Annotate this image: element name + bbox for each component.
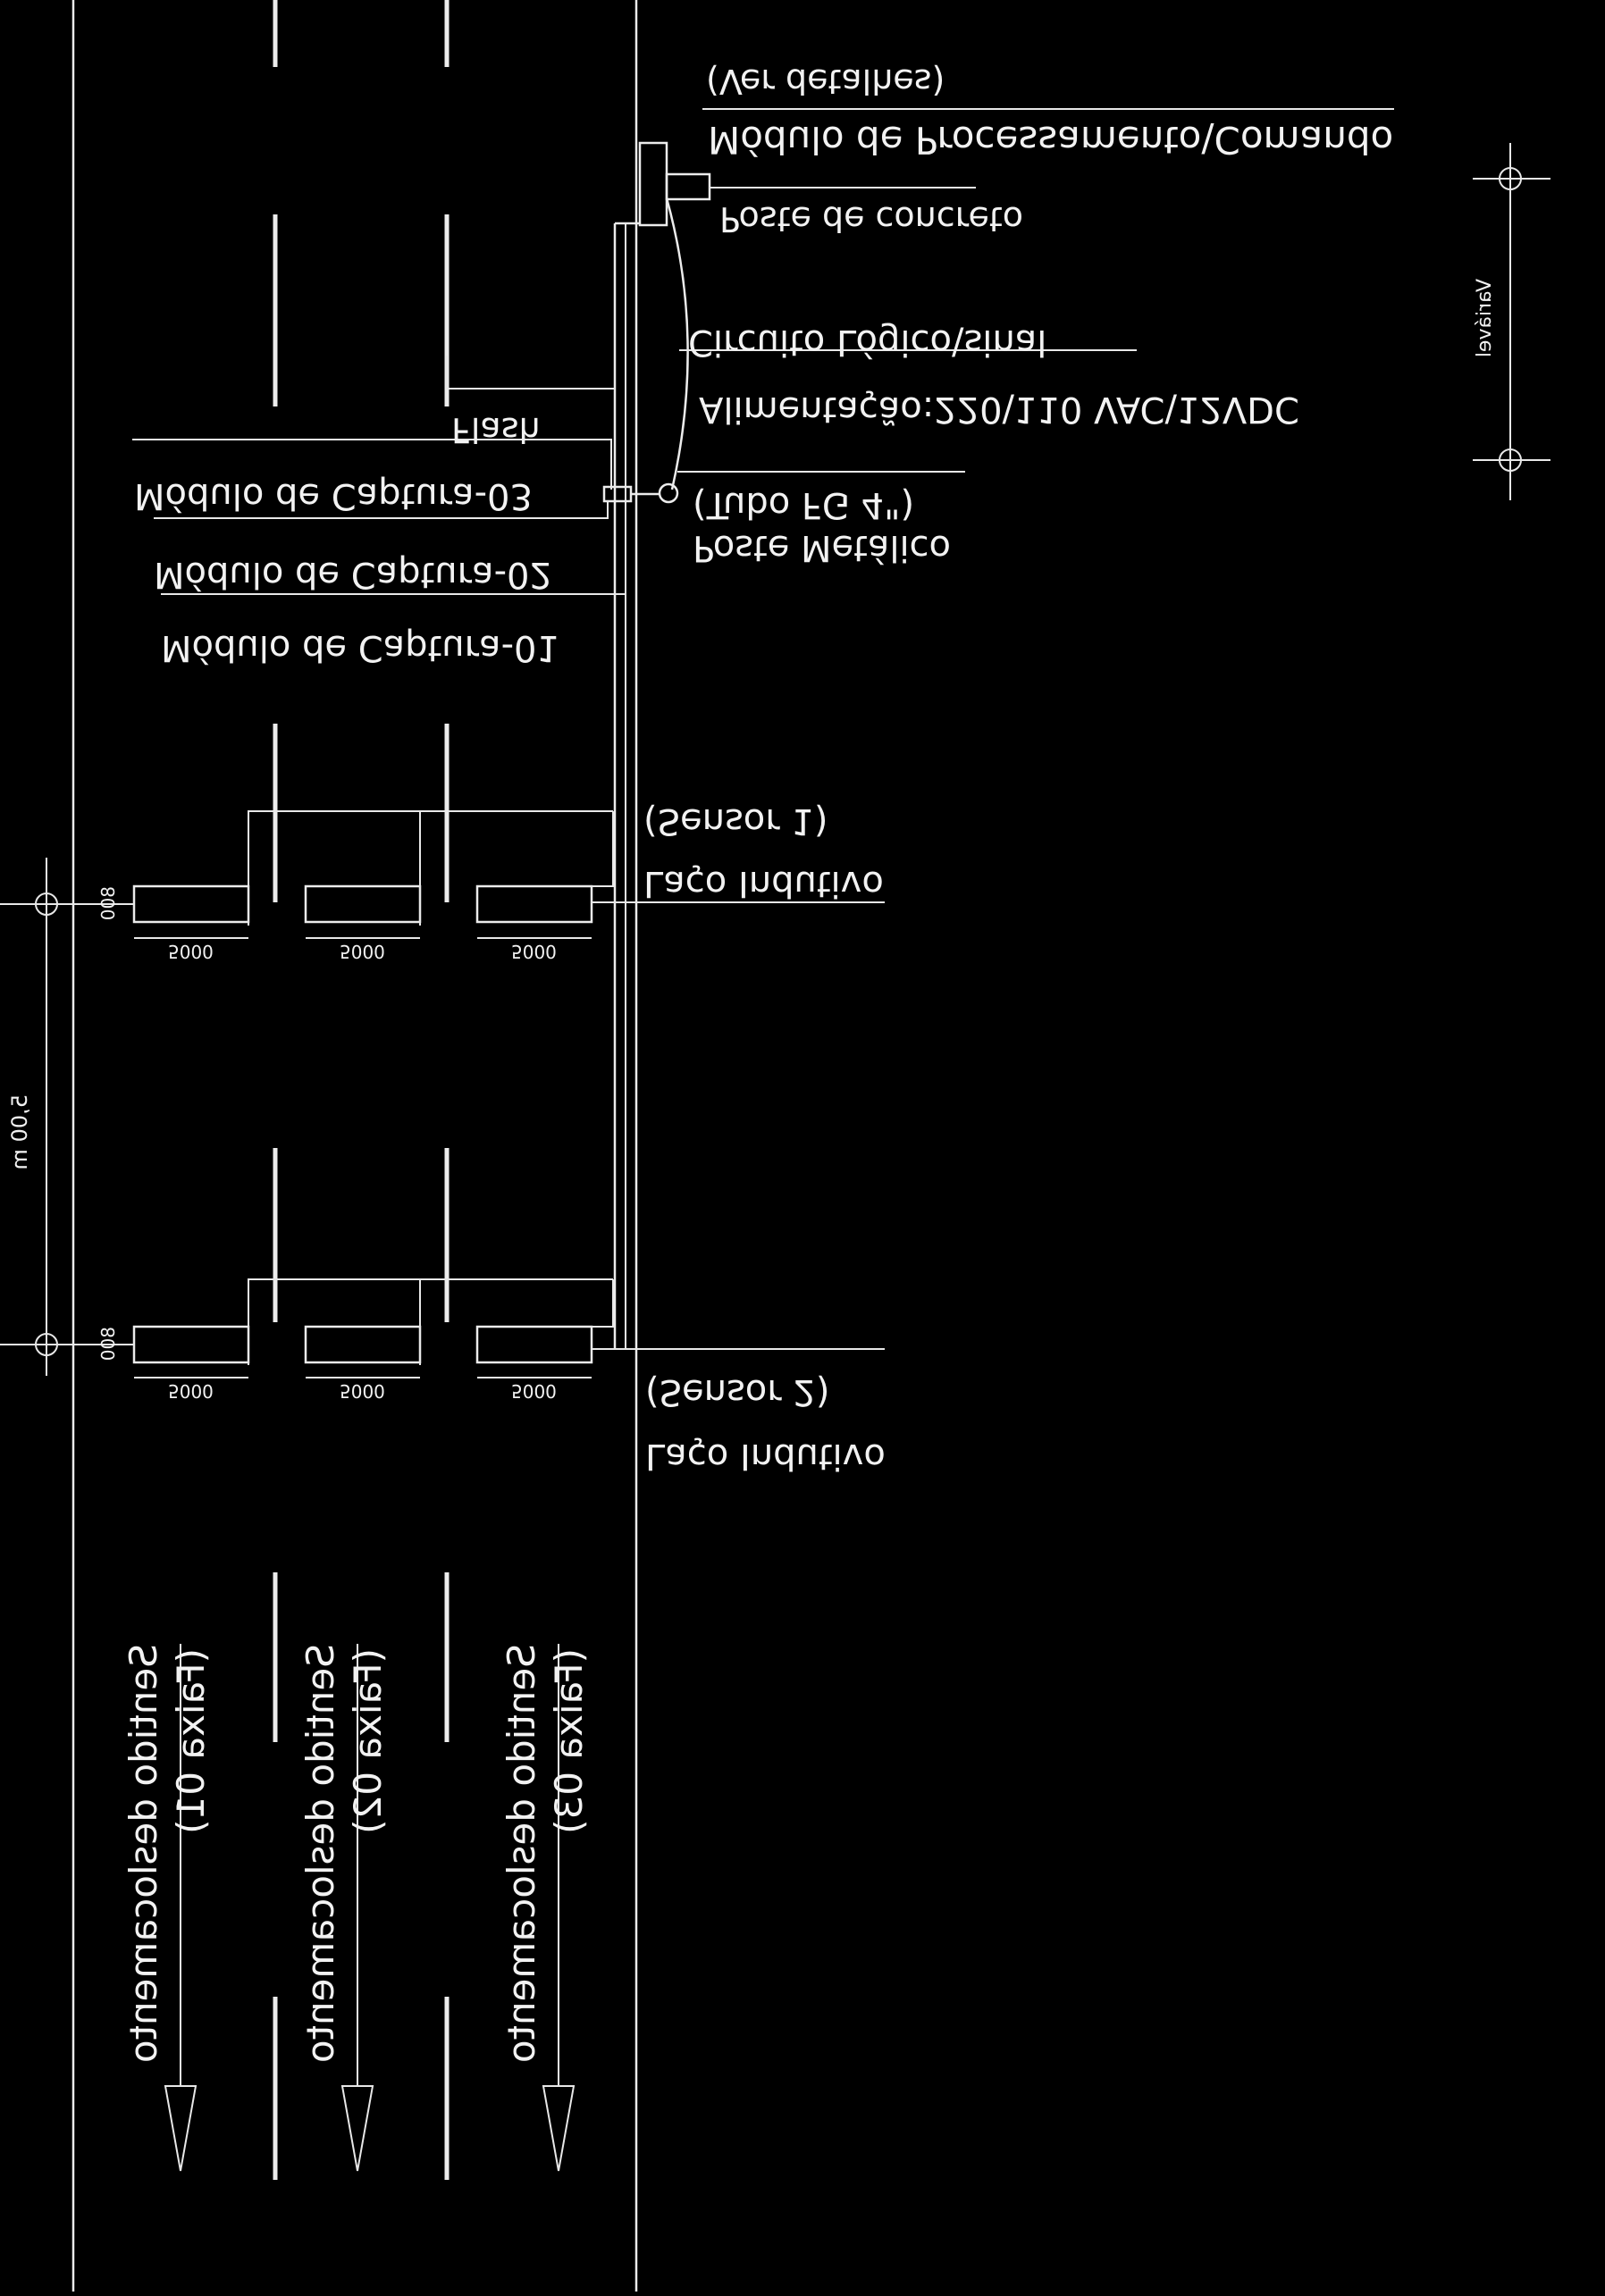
label-flash: Flash bbox=[451, 410, 541, 449]
dim-loop-width-1: 800 bbox=[97, 886, 119, 920]
label-captura-01: Módulo de Captura-01 bbox=[161, 627, 559, 668]
flash-leader bbox=[446, 356, 615, 390]
label-laco-1: Laço Indutivo bbox=[643, 863, 884, 904]
label-poste-concreto: Poste de concreto bbox=[719, 199, 1023, 239]
label-circuito-logico: Circuito Lógico\sinal bbox=[688, 322, 1046, 363]
dim-loop-5: 5000 bbox=[340, 1380, 385, 1402]
capture-01-leader bbox=[161, 500, 626, 595]
lane-3-faixa: (Faixa 03) bbox=[547, 1648, 591, 1834]
dim-loop-3: 5000 bbox=[511, 941, 557, 962]
label-poste-metalico: Poste Metálico bbox=[693, 527, 951, 568]
dim-loop-1: 5000 bbox=[168, 941, 214, 962]
dim-loop-2: 5000 bbox=[340, 941, 385, 962]
label-alimentacao: Alimentação:220\110 VAC\12VDC bbox=[699, 389, 1299, 430]
capture-03-leader bbox=[132, 439, 612, 490]
label-captura-02: Módulo de Captura-02 bbox=[154, 554, 552, 595]
lane-2-faixa: (Faixa 02) bbox=[346, 1648, 390, 1834]
lane-3-sentido: Sentido deslocamento bbox=[500, 1644, 543, 2063]
distance-dimension bbox=[0, 858, 134, 1376]
label-captura-03: Módulo de Captura-03 bbox=[134, 475, 533, 516]
lane-1-sentido: Sentido deslocamento bbox=[122, 1644, 165, 2063]
label-variavel: Variável bbox=[1474, 279, 1496, 357]
capture-02-leader bbox=[154, 500, 609, 519]
label-tubo: (Tubo FG 4") bbox=[693, 484, 914, 525]
lane-1-faixa: (Faixa 01) bbox=[169, 1648, 213, 1834]
loop-dimensions bbox=[134, 937, 592, 1378]
metallic-pole bbox=[602, 471, 965, 504]
label-laco-2: Laço Indutivo bbox=[645, 1436, 886, 1477]
label-sensor-1: (Sensor 1) bbox=[643, 800, 828, 842]
label-sensor-2: (Sensor 2) bbox=[645, 1371, 829, 1412]
processing-module bbox=[615, 108, 1394, 490]
sensor-1-loops bbox=[132, 810, 885, 926]
variable-dimension bbox=[1473, 143, 1550, 500]
lane-arrows bbox=[164, 1644, 576, 2172]
dim-loop-4: 5000 bbox=[168, 1380, 214, 1402]
label-modulo-processamento: Módulo de Processamento\Comando bbox=[708, 118, 1393, 162]
dim-loop-6: 5000 bbox=[511, 1380, 557, 1402]
dim-loop-width-2: 800 bbox=[97, 1327, 119, 1361]
lane-2-sentido: Sentido deslocamento bbox=[298, 1644, 342, 2063]
sensor-2-loops bbox=[132, 1278, 885, 1365]
label-distance: 5,00 m bbox=[7, 1094, 32, 1169]
label-ver-detalhes: (Ver detalhes) bbox=[706, 62, 945, 101]
